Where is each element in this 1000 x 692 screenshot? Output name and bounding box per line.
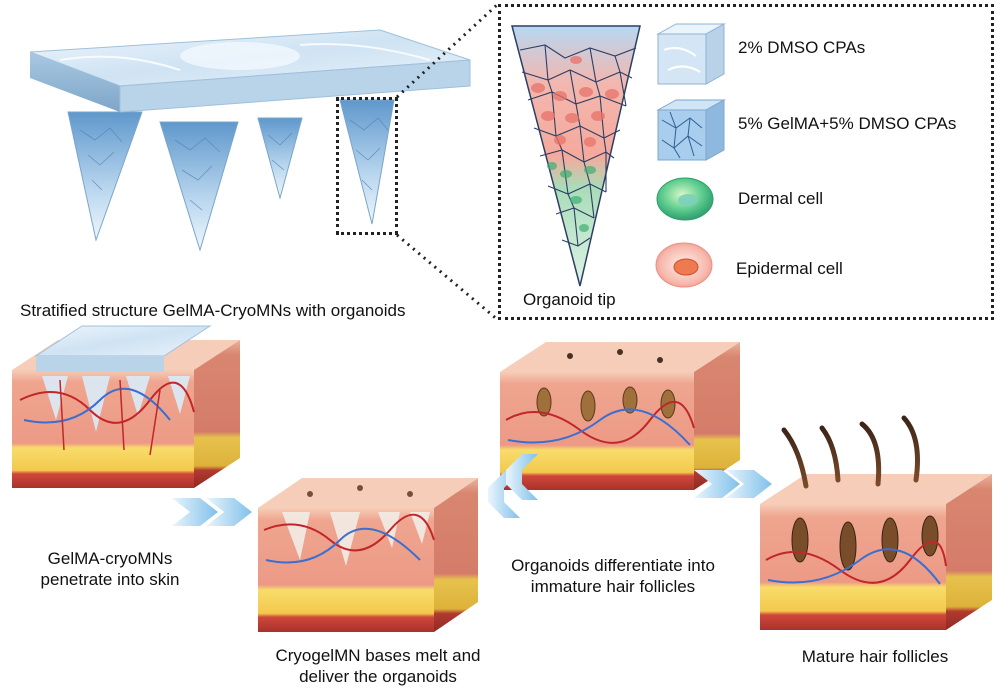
step-4-caption: Mature hair follicles	[770, 646, 980, 667]
step-2-line-1: CryogelMN bases melt and	[275, 646, 481, 665]
microneedles	[67, 99, 395, 252]
dermal-cell-icon	[656, 177, 714, 221]
organoid-tip-label: Organoid tip	[523, 290, 616, 309]
step-3-caption: Organoids differentiate into immature ha…	[488, 555, 738, 597]
skin-block-4	[760, 415, 992, 630]
legend-label-gelma-dmso: 5% GelMA+5% DMSO CPAs	[738, 114, 957, 133]
step-1-line-1: GelMA-cryoMNs	[47, 549, 173, 568]
skin-block-2	[258, 478, 478, 632]
flow-arrow-3	[694, 470, 772, 498]
legend-label-dmso: 2% DMSO CPAs	[738, 38, 866, 57]
step-1-caption: GelMA-cryoMNs penetrate into skin	[10, 548, 210, 590]
step-2-line-2: deliver the organoids	[299, 667, 457, 686]
organoid-tip-illustration	[511, 25, 641, 287]
legend-label-epidermal-cell: Epidermal cell	[736, 259, 843, 278]
top-panel-caption: Stratified structure GelMA-CryoMNs with …	[20, 301, 406, 320]
skin-block-1	[12, 325, 240, 488]
zoom-connector-bottom	[396, 233, 499, 322]
cryomn-patch	[29, 29, 471, 252]
step-4-line-1: Mature hair follicles	[801, 647, 949, 666]
step-2-caption: CryogelMN bases melt and deliver the org…	[248, 645, 508, 687]
ice-slab-left-side	[30, 52, 120, 112]
ice-slab-front-side	[119, 59, 471, 113]
zoom-region-marker	[336, 97, 398, 235]
zoom-connector-top	[395, 2, 500, 99]
step-3-line-2: immature hair follicles	[530, 577, 696, 596]
flow-arrow-1	[172, 498, 252, 526]
ice-cube-icon	[656, 23, 726, 85]
flow-arrow-2	[488, 454, 538, 518]
hair-shafts	[781, 415, 920, 489]
step-1-line-2: penetrate into skin	[40, 570, 180, 589]
skin-block-3	[500, 342, 740, 490]
epidermal-cell-icon	[655, 242, 713, 288]
gelma-mesh-cube-icon	[656, 99, 726, 161]
organoid-tip-callout	[498, 4, 994, 320]
step-3-line-1: Organoids differentiate into	[511, 556, 715, 575]
legend-label-dermal-cell: Dermal cell	[738, 189, 824, 208]
